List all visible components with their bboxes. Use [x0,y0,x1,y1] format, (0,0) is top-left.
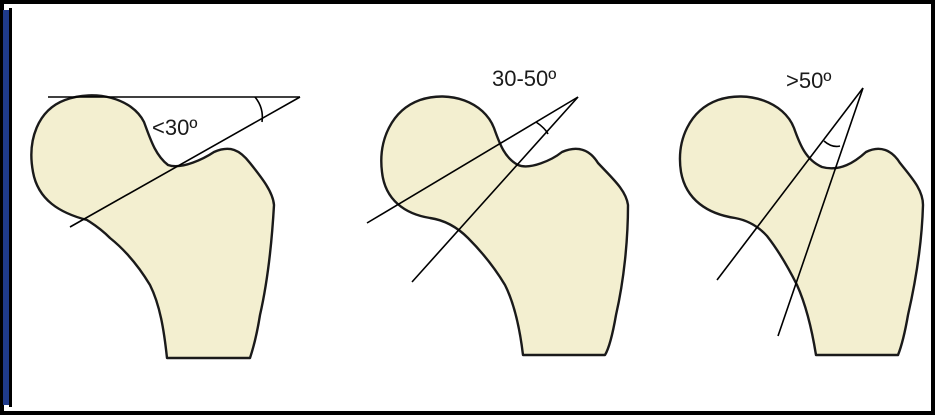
angle-arc-2 [536,122,548,134]
femur-3 [680,96,923,355]
angle-label-2: 30-50º [492,66,556,91]
figure-1: <30º [31,95,300,358]
figure-2: 30-50º [367,66,628,355]
femur-2 [381,96,628,355]
figure-3: >50º [680,68,923,355]
angle-label-3: >50º [786,68,831,93]
left-border-line [9,8,12,407]
angle-arc-3 [824,141,840,146]
left-accent-bar [3,10,9,405]
angle-label-1: <30º [152,115,197,140]
